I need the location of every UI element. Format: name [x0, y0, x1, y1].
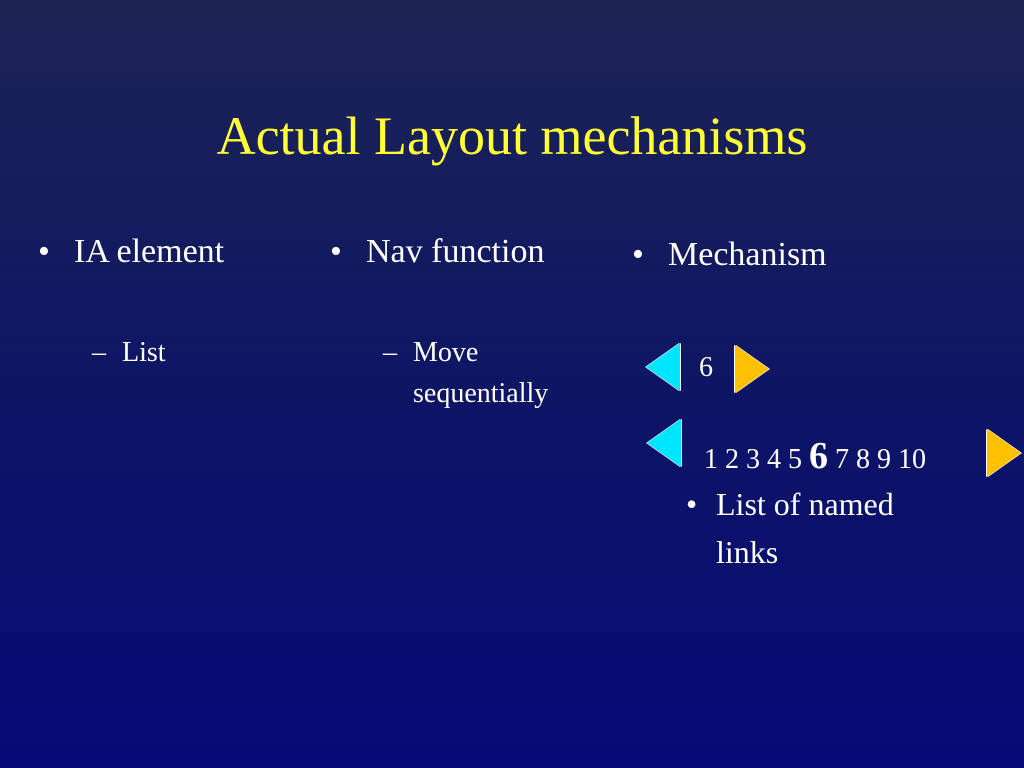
named-links-continuation: links: [716, 534, 779, 570]
sub-item-move-sequentially: –Move: [383, 333, 478, 373]
bullet-icon: •: [686, 486, 698, 522]
column-heading: IA element: [74, 233, 225, 270]
named-links-text: List of named: [716, 486, 894, 522]
dash-icon: –: [92, 337, 106, 368]
sub-item-text: Move: [413, 337, 479, 368]
slide-title: Actual Layout mechanisms: [216, 106, 808, 166]
bullet-icon: •: [38, 233, 50, 270]
page-link-current: 6: [809, 435, 828, 477]
column-mechanism: • Mechanism: [632, 235, 827, 275]
current-page-number: 6: [699, 352, 713, 383]
page-links-before[interactable]: 1 2 3 4 5: [704, 444, 802, 475]
sub-item-continuation: sequentially: [413, 378, 549, 409]
bullet-icon: •: [632, 236, 644, 273]
pager-prev-arrow-icon[interactable]: [647, 419, 681, 467]
column-heading: Nav function: [366, 233, 545, 270]
column-nav-function: • Nav function: [330, 232, 544, 272]
named-links-item: • List of named: [686, 484, 894, 524]
column-heading: Mechanism: [668, 236, 827, 273]
sub-item-text: List: [122, 337, 166, 368]
bullet-icon: •: [330, 233, 342, 270]
prev-arrow-icon[interactable]: [646, 343, 680, 391]
sub-item-list: –List: [92, 333, 166, 373]
column-ia-element: • IA element: [38, 232, 224, 272]
page-number-list: 1 2 3 4 5 6 7 8 9 10: [704, 434, 926, 482]
next-arrow-icon[interactable]: [735, 345, 769, 393]
pager-next-arrow-icon[interactable]: [987, 429, 1021, 477]
page-links-after[interactable]: 7 8 9 10: [835, 444, 926, 475]
dash-icon: –: [383, 337, 397, 368]
